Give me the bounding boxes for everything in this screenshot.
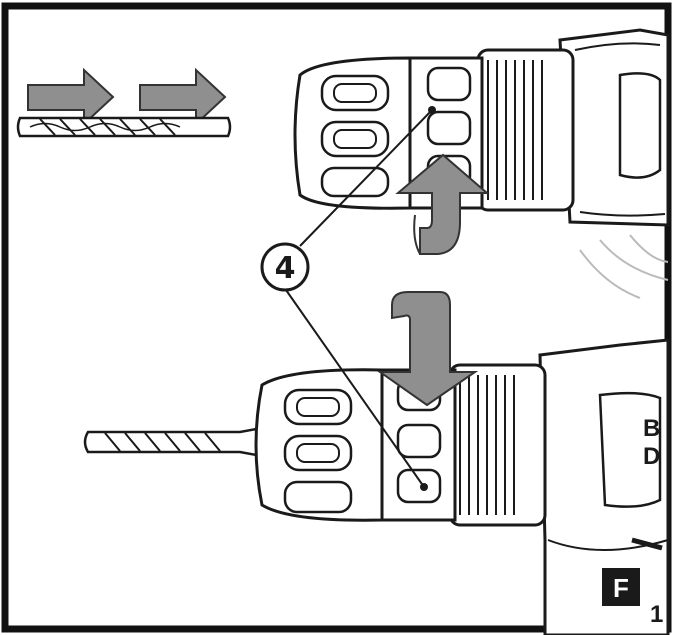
drill-bottom [254, 338, 670, 635]
callout-number: 4 [275, 251, 296, 286]
callout-circle [260, 242, 310, 292]
brand-letter-bottom: D [643, 443, 660, 470]
callout-leaders [285, 109, 433, 488]
figure-letter: F [613, 573, 629, 603]
loose-drill-bit [16, 116, 232, 138]
insert-direction-arrow-icon [27, 67, 115, 127]
insert-direction-arrow-icon [139, 67, 227, 127]
inserted-drill-bit [83, 426, 264, 458]
trigger-number-fragment: 1 [650, 601, 663, 628]
rotation-arrow-icon [376, 291, 479, 407]
callout-dot [420, 483, 428, 491]
insertion-arrows [27, 67, 227, 127]
callout-dot [428, 106, 436, 114]
drill-top [293, 28, 670, 299]
brand-letter-top: B [643, 415, 660, 442]
rotation-arrow-icon [395, 153, 490, 255]
figure-letter-badge [602, 568, 640, 606]
